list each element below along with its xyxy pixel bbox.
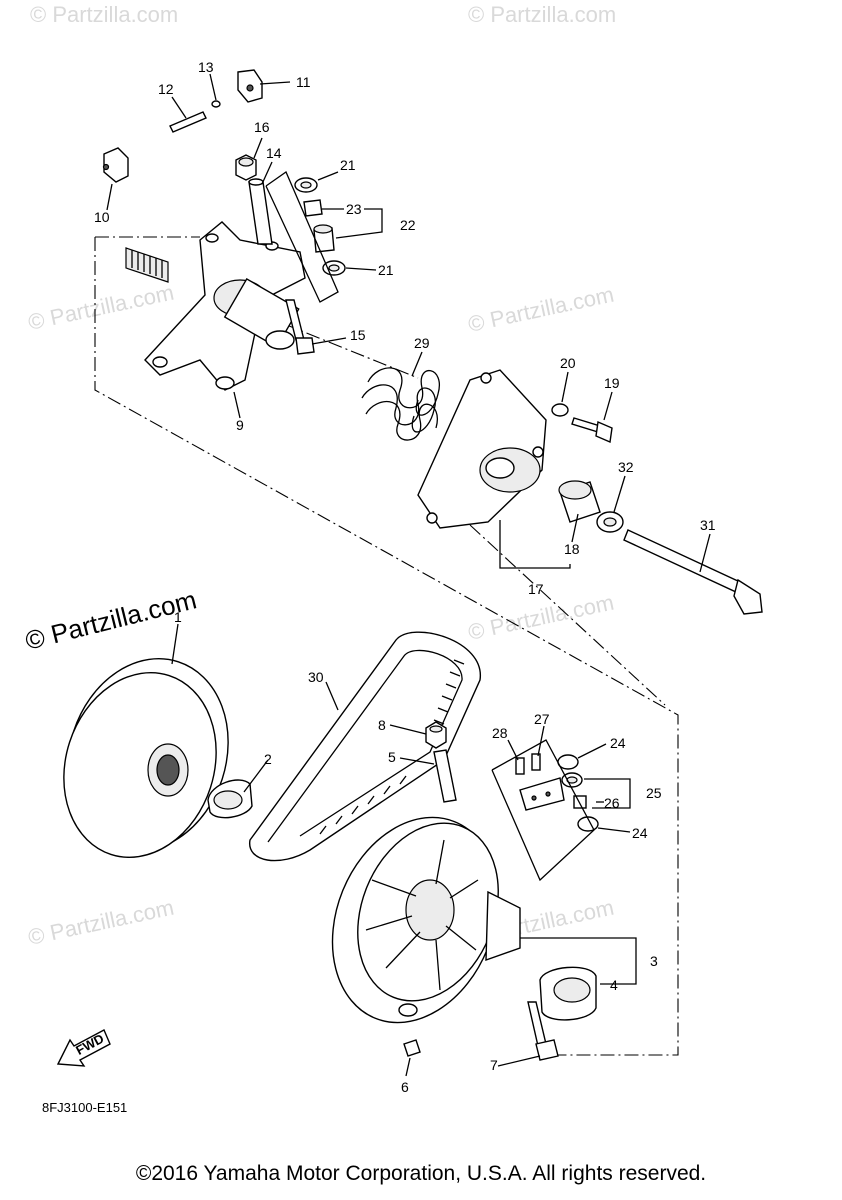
watermark: © Partzilla.com xyxy=(26,895,176,950)
callout-label: 1 xyxy=(174,609,182,625)
callout-label: 16 xyxy=(254,119,270,135)
callout-label: 3 xyxy=(650,953,658,969)
washer-part xyxy=(294,177,318,193)
collar-part xyxy=(248,178,273,245)
callout-label: 15 xyxy=(350,327,366,343)
callout-label: 11 xyxy=(296,74,311,90)
callout-label: 30 xyxy=(308,669,324,685)
pin-part xyxy=(169,111,207,133)
o-ring-part xyxy=(211,100,221,108)
callout-label: 6 xyxy=(401,1079,409,1095)
fixed-sheave-hub-part xyxy=(125,221,306,391)
washer-part xyxy=(322,260,346,276)
bushing-part xyxy=(539,966,597,1021)
plug-part xyxy=(403,1039,421,1057)
sliding-sheave-part xyxy=(63,658,229,858)
bushing-part xyxy=(558,480,601,523)
callout-label: 13 xyxy=(198,59,214,75)
bushing-part xyxy=(303,199,323,217)
callout-label: 14 xyxy=(266,145,282,161)
roller-part xyxy=(561,772,583,788)
bushing-part xyxy=(573,795,587,809)
callout-label: 2 xyxy=(264,751,272,767)
watermark: © Partzilla.com xyxy=(30,2,178,27)
collar-part xyxy=(433,749,457,803)
callout-label: 8 xyxy=(378,717,386,733)
callout-label: 23 xyxy=(346,201,362,217)
callout-label: 29 xyxy=(414,335,430,351)
leader-lines xyxy=(106,73,711,1077)
bolt-part xyxy=(571,417,613,444)
nut-clip-part xyxy=(237,69,263,103)
watermark: © Partzilla.com xyxy=(468,2,616,27)
copyright-notice: ©2016 Yamaha Motor Corporation, U.S.A. A… xyxy=(135,1162,707,1185)
callout-label: 21 xyxy=(340,157,356,173)
washer-part xyxy=(551,403,569,417)
fwd-arrow-icon: FWD xyxy=(56,1029,111,1067)
callout-label: 20 xyxy=(560,355,576,371)
callout-label: 26 xyxy=(604,795,620,811)
callout-label: 31 xyxy=(700,517,716,533)
callout-label: 5 xyxy=(388,749,396,765)
callout-label: 24 xyxy=(610,735,626,751)
callout-label: 17 xyxy=(528,581,544,597)
split-bushing-part xyxy=(207,779,253,819)
watermark: © Partzilla.com xyxy=(26,280,176,335)
pin-part xyxy=(531,753,541,771)
callout-label: 25 xyxy=(646,785,662,801)
weight-block-part xyxy=(102,147,129,183)
callout-labels: 1 2 3 4 5 6 7 8 9 10 11 12 13 14 15 16 1… xyxy=(94,59,716,1095)
drawing-code: 8FJ3100-E151 xyxy=(42,1100,127,1115)
callout-label: 27 xyxy=(534,711,550,727)
drive-belt-part xyxy=(249,631,481,862)
bolt-part xyxy=(285,299,315,355)
roller-part xyxy=(313,224,335,253)
pin-part xyxy=(515,757,525,775)
watermark: © Partzilla.com xyxy=(466,590,616,645)
callout-label: 28 xyxy=(492,725,508,741)
callout-label: 4 xyxy=(610,977,618,993)
watermark: © Partzilla.com xyxy=(466,282,616,337)
washer-part xyxy=(596,511,624,533)
callout-label: 7 xyxy=(490,1057,498,1073)
callout-label: 18 xyxy=(564,541,580,557)
callout-label: 32 xyxy=(618,459,634,475)
nut-part xyxy=(425,721,447,749)
callout-label: 21 xyxy=(378,262,394,278)
weight-bracket-part xyxy=(519,777,565,811)
movable-sheave-part xyxy=(331,816,521,1024)
watermark-prominent: © Partzilla.com xyxy=(22,584,199,655)
bolt-part xyxy=(527,1001,559,1061)
callout-label: 19 xyxy=(604,375,620,391)
cover-plate-part xyxy=(417,369,547,529)
callout-label: 9 xyxy=(236,417,244,433)
long-bolt-part xyxy=(623,529,763,615)
callout-label: 24 xyxy=(632,825,648,841)
callout-label: 22 xyxy=(400,217,416,233)
nut-part xyxy=(235,154,257,181)
callout-label: 10 xyxy=(94,209,110,225)
spring-part xyxy=(361,367,440,441)
callout-label: 12 xyxy=(158,81,174,97)
